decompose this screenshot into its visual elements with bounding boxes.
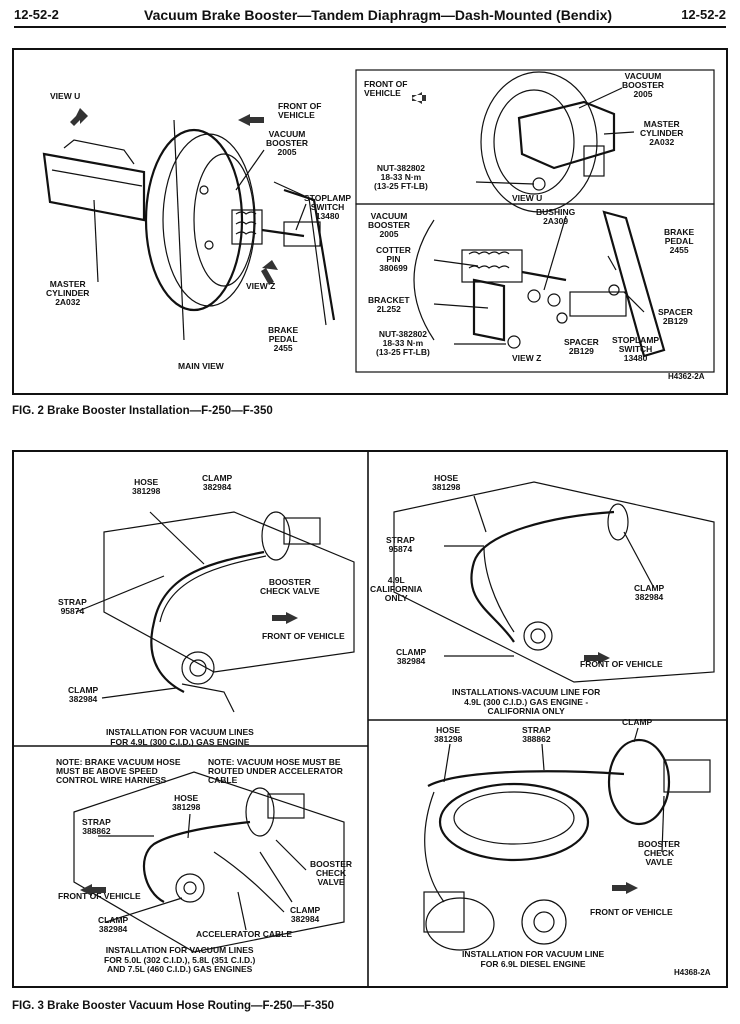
p3-label-front-of-vehicle: FRONT OF VEHICLE	[58, 891, 141, 901]
fig2-drawing	[42, 69, 715, 373]
p1-label-strap: STRAP 95874	[58, 597, 87, 617]
p3-label-strap: STRAP 388862	[82, 817, 111, 837]
fig3-code: H4368-2A	[674, 968, 711, 977]
page-title: Vacuum Brake Booster—Tandem Diaphragm—Da…	[144, 7, 613, 23]
label-stoplamp-switch: STOPLAMP SWITCH 13480	[304, 193, 352, 222]
p3-note-brake-hose: NOTE: BRAKE VACUUM HOSE MUST BE ABOVE SP…	[56, 757, 181, 786]
p3-label-clamp-left: CLAMP 382984	[98, 915, 129, 935]
label-master-cylinder: MASTER CYLINDER 2A032	[46, 279, 90, 308]
label-spacer-bottom: SPACER 2B129	[564, 337, 599, 357]
p3-label-booster-check-valve: BOOSTER CHECK VALVE	[310, 859, 353, 888]
label-nut-u: NUT-382802 18-33 N·m (13-25 FT-LB)	[374, 163, 428, 192]
p4-label-strap: STRAP 388862	[522, 725, 551, 745]
p2-label-clamp-left: CLAMP 382984	[396, 647, 427, 667]
label-spacer-right: SPACER 2B129	[658, 307, 693, 327]
p3-label-clamp-right: CLAMP 382984	[290, 905, 321, 925]
main-view-title: MAIN VIEW	[178, 361, 224, 371]
p4-label-booster-check-valve: BOOSTER CHECK VAVLE	[638, 839, 681, 868]
p1-label-booster-check-valve: BOOSTER CHECK VALVE	[260, 577, 320, 597]
label-vacuum-booster-u: VACUUM BOOSTER 2005	[622, 71, 665, 100]
label-master-cylinder-u: MASTER CYLINDER 2A032	[640, 119, 684, 148]
p4-label-front-of-vehicle: FRONT OF VEHICLE	[590, 907, 673, 917]
label-view-u: VIEW U	[50, 91, 81, 101]
p1-label-clamp-top: CLAMP 382984	[202, 473, 233, 493]
p2-label-front-of-vehicle: FRONT OF VEHICLE	[580, 659, 663, 669]
fig2-caption: FIG. 2 Brake Booster Installation—F-250—…	[12, 405, 273, 417]
fig2-code: H4362-2A	[668, 372, 705, 381]
view-z-title: VIEW Z	[512, 353, 542, 363]
p3-caption: INSTALLATION FOR VACUUM LINES FOR 5.0L (…	[104, 945, 256, 975]
label-bushing: BUSHING 2A309	[536, 207, 576, 227]
label-front-of-vehicle: FRONT OF VEHICLE	[278, 101, 322, 121]
label-bracket: BRACKET 2L252	[368, 295, 410, 315]
page-number-left: 12-52-2	[14, 7, 59, 22]
label-view-z: VIEW Z	[246, 281, 276, 291]
label-nut-z: NUT-382802 18-33 N·m (13-25 FT-LB)	[376, 329, 430, 358]
label-stoplamp-switch-z: STOPLAMP SWITCH 13480	[612, 335, 660, 364]
p4-caption: INSTALLATION FOR VACUUM LINE FOR 6.9L DI…	[462, 949, 605, 969]
p2-caption: INSTALLATIONS-VACUUM LINE FOR 4.9L (300 …	[452, 687, 601, 717]
label-brake-pedal-z: BRAKE PEDAL 2455	[664, 227, 695, 256]
p1-caption: INSTALLATION FOR VACUUM LINES FOR 4.9L (…	[106, 727, 254, 747]
p4-label-hose: HOSE 381298	[434, 725, 463, 745]
page-number-right: 12-52-2	[681, 7, 726, 22]
p3-label-accelerator-cable: ACCELERATOR CABLE	[196, 929, 293, 939]
label-vacuum-booster: VACUUM BOOSTER 2005	[266, 129, 309, 158]
p1-label-front-of-vehicle: FRONT OF VEHICLE	[262, 631, 345, 641]
view-u-title: VIEW U	[512, 193, 543, 203]
p4-label-clamp: CLAMP	[622, 717, 653, 727]
p1-label-hose: HOSE 381298	[132, 477, 161, 497]
p3-label-hose: HOSE 381298	[172, 793, 201, 813]
page-header: 12-52-2 Vacuum Brake Booster—Tandem Diap…	[14, 4, 726, 28]
label-vacuum-booster-z: VACUUM BOOSTER 2005	[368, 211, 411, 240]
p2-label-clamp-right: CLAMP 382984	[634, 583, 665, 603]
fig3-drawing	[14, 452, 726, 986]
p2-label-hose: HOSE 381298	[432, 473, 461, 493]
label-brake-pedal: BRAKE PEDAL 2455	[268, 325, 299, 354]
p2-label-strap: STRAP 95874	[386, 535, 415, 555]
fig2-frame: VIEW U FRONT OF VEHICLE VACUUM BOOSTER 2…	[12, 48, 728, 395]
label-cotter-pin: COTTER PIN 380699	[376, 245, 411, 274]
p1-label-clamp-bottom: CLAMP 382984	[68, 685, 99, 705]
label-front-of-vehicle-u: FRONT OF VEHICLE	[364, 79, 408, 99]
fig3-frame: HOSE 381298 CLAMP 382984 STRAP 95874 BOO…	[12, 450, 728, 988]
fig3-caption: FIG. 3 Brake Booster Vacuum Hose Routing…	[12, 1000, 335, 1012]
p2-label-california-only: 4.9L CALIFORNIA ONLY	[370, 575, 423, 604]
p3-note-vacuum-hose: NOTE: VACUUM HOSE MUST BE ROUTED UNDER A…	[208, 757, 343, 786]
